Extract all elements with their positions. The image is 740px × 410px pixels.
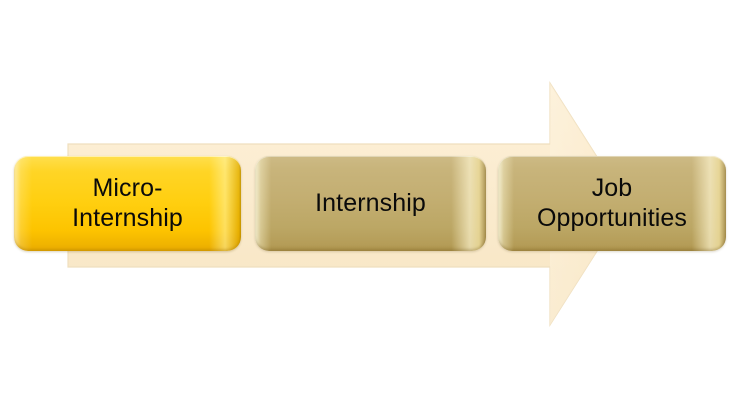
process-step-internship[interactable]: Internship	[255, 156, 486, 251]
process-step-micro-internship[interactable]: Micro- Internship	[14, 156, 241, 251]
process-step-job-opportunities[interactable]: Job Opportunities	[498, 156, 726, 251]
process-step-label: Internship	[315, 188, 426, 217]
process-step-label: Job Opportunities	[537, 174, 687, 232]
process-step-label: Micro- Internship	[72, 174, 183, 232]
